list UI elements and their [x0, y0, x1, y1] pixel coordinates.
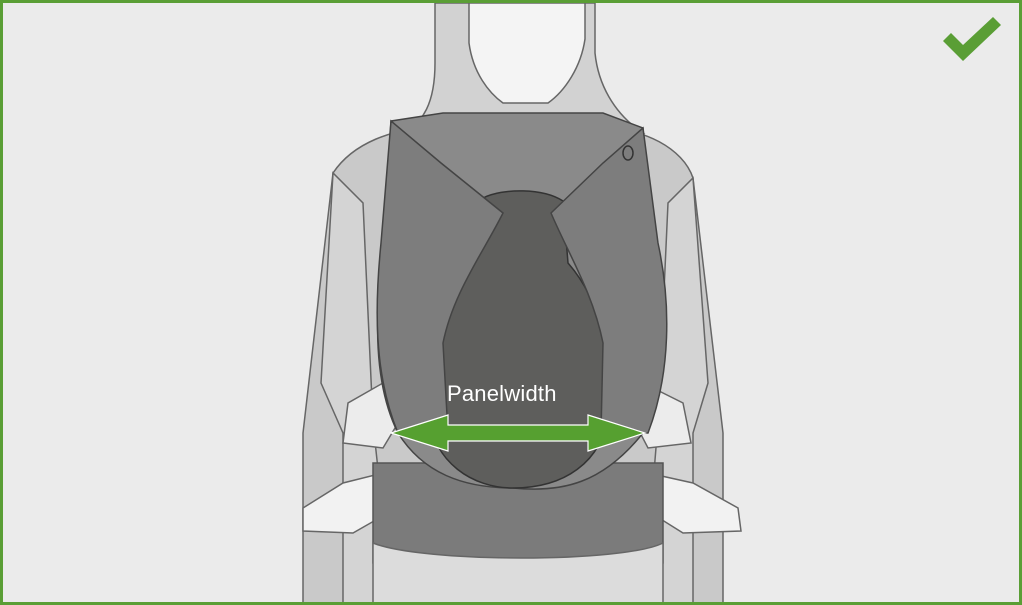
baby-carrier-illustration — [3, 3, 1022, 605]
checkmark-icon — [939, 15, 1005, 65]
panel-width-label: Panelwidth — [447, 381, 557, 407]
